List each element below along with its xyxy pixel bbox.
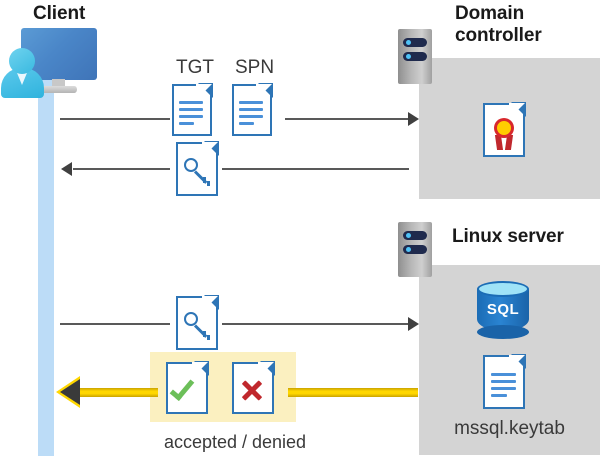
flow-3-line-right (222, 323, 409, 325)
flow-4-arrowhead (60, 379, 80, 405)
spn-document-icon (232, 83, 273, 136)
auth-request-key-document-icon (176, 295, 219, 350)
denied-document-icon (232, 361, 275, 414)
sql-icon-label: SQL (486, 301, 520, 318)
person-head-icon (9, 48, 35, 74)
linux-server-icon (398, 222, 432, 277)
service-ticket-key-document-icon (176, 141, 219, 196)
flow-2-line-left (73, 168, 170, 170)
page-title-domain-controller: Domain controller (455, 3, 542, 46)
tgt-document-icon (172, 83, 213, 136)
flow-2-line-right (222, 168, 409, 170)
client-lifeline (38, 78, 54, 456)
tgt-label: TGT (176, 57, 214, 78)
flow-1-arrowhead (408, 112, 419, 126)
flow-1-line-left (60, 118, 170, 120)
accepted-denied-label: accepted / denied (163, 432, 307, 452)
flow-2-arrowhead (61, 162, 72, 176)
spn-label: SPN (235, 57, 275, 78)
certificate-document-icon (483, 102, 526, 157)
flow-3-line-left (60, 323, 170, 325)
server-slot-icon (403, 245, 427, 254)
server-slot-icon (403, 52, 427, 61)
server-slot-icon (403, 231, 427, 240)
keytab-filename-label: mssql.keytab (454, 418, 565, 439)
keytab-document-icon (483, 354, 526, 409)
flow-4-line-right (288, 388, 418, 397)
flow-3-arrowhead (408, 317, 419, 331)
server-slot-icon (403, 38, 427, 47)
domain-controller-server-icon (398, 29, 432, 84)
monitor-neck-icon (52, 79, 65, 89)
page-title-client: Client (33, 3, 86, 24)
sql-database-icon: SQL (477, 281, 529, 339)
client-computer-user-icon (0, 0, 110, 100)
page-title-linux-server: Linux server (452, 226, 564, 247)
monitor-base-icon (41, 86, 77, 93)
flow-4-line-left (78, 388, 158, 397)
accepted-document-icon (166, 361, 209, 414)
flow-1-line-right (285, 118, 409, 120)
